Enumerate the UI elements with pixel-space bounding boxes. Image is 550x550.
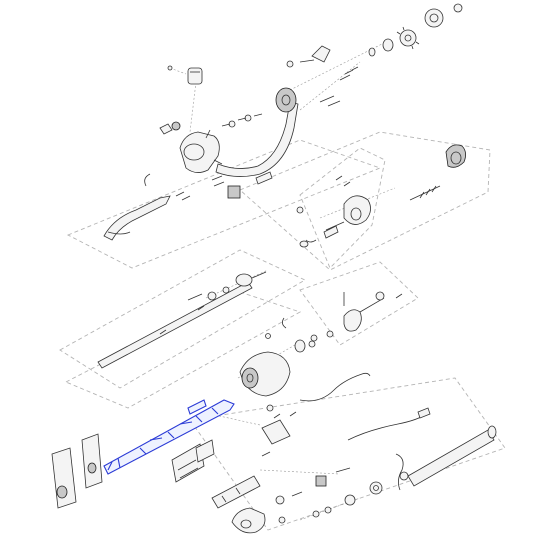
jacket-bracket[interactable] — [103, 399, 235, 475]
leader-line — [259, 469, 341, 475]
group-outlines — [59, 131, 506, 531]
lower-shaft-bearing — [231, 507, 286, 534]
shaft-bearing-parts — [187, 286, 230, 301]
buzzer-switch-wire — [103, 173, 191, 241]
lower-jacket-clamp — [211, 475, 327, 509]
tilt-spring-guide — [409, 185, 441, 201]
jacket-group-outline — [189, 377, 506, 531]
leader-line — [169, 67, 187, 75]
shift-bowl — [239, 339, 316, 397]
shift-lever-gate — [347, 407, 431, 441]
shift-tube — [395, 425, 497, 491]
ignition-switch-rack — [296, 175, 371, 248]
upper-mounting-bracket — [445, 144, 466, 168]
shift-cable — [299, 372, 371, 402]
lower-bearing-parts — [312, 467, 383, 518]
housing-small-parts — [211, 113, 273, 199]
adapter-bracket — [171, 439, 215, 483]
upper-group-outline — [66, 139, 382, 269]
leader-line — [189, 81, 197, 133]
pivot-housing-arm — [215, 87, 299, 177]
turn-signal-cancel-cam — [424, 3, 463, 28]
leader-line — [214, 414, 261, 426]
upper-steering-shaft — [97, 271, 267, 369]
steering-lock-bolt — [265, 291, 403, 342]
column-housing — [179, 129, 223, 173]
upper-bearing — [368, 38, 394, 57]
switch-group-outline — [299, 147, 386, 269]
lock-group-outline — [299, 261, 419, 346]
column-mounting-plates — [51, 433, 103, 509]
lock-plate — [396, 26, 420, 50]
leader-line — [299, 61, 361, 111]
switch-actuator — [261, 404, 297, 457]
lower-shaft-outline — [64, 291, 302, 409]
key-with-cylinder — [159, 121, 181, 135]
small-screws-top — [319, 66, 359, 107]
leader-line — [289, 39, 391, 91]
ignition-key-cylinder — [167, 65, 203, 85]
leader-line — [205, 269, 269, 299]
signal-switch-lever — [286, 45, 331, 68]
ignition-group-outline — [239, 131, 491, 271]
